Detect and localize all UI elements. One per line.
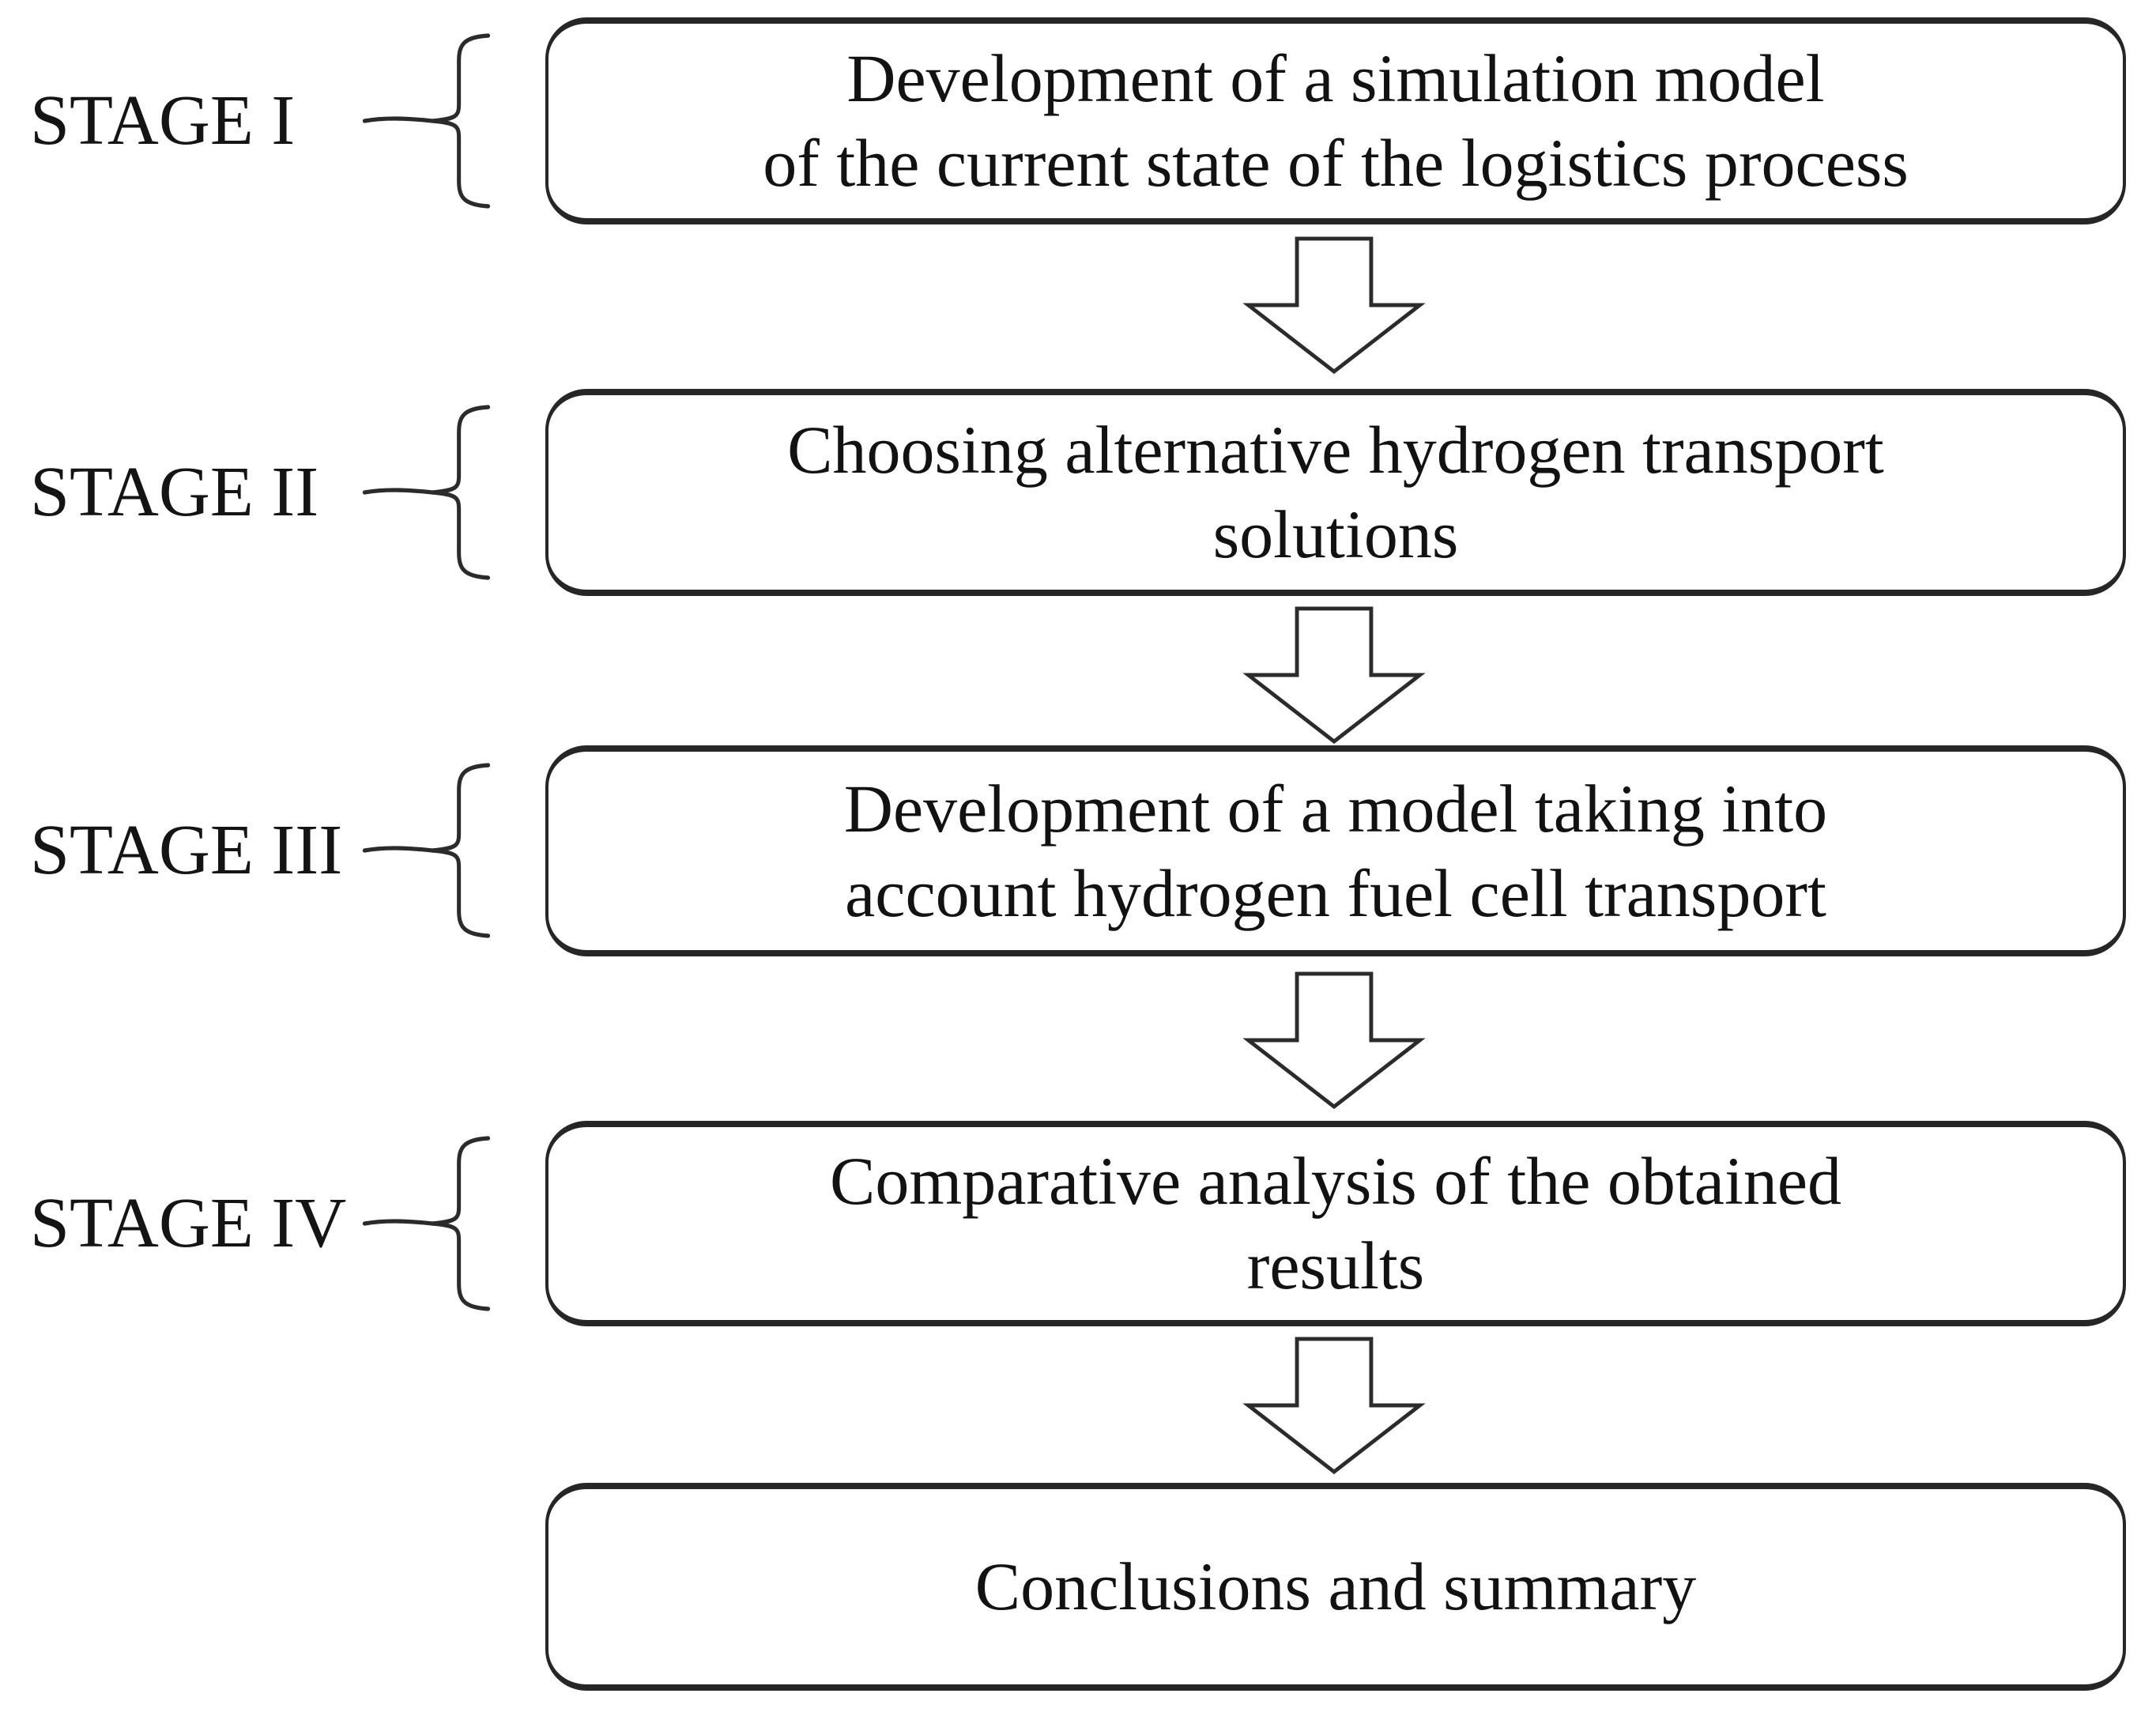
down-block-arrow-icon	[1242, 606, 1426, 745]
box-text-line: solutions	[1212, 496, 1459, 572]
stage-label-4: STAGE IV	[30, 1184, 347, 1262]
box-text-line: results	[1246, 1228, 1425, 1303]
conclusions-box: Conclusions and summary	[545, 1483, 2126, 1691]
box-text-line: Comparative analysis of the obtained	[829, 1143, 1842, 1220]
stage-box-1: Development of a simulation model of the…	[545, 17, 2126, 224]
left-curly-brace-icon	[362, 763, 491, 938]
box-text-line: Choosing alternative hydrogen transport	[787, 412, 1884, 488]
down-block-arrow-icon	[1242, 236, 1426, 375]
box-text-line: Conclusions and summary	[974, 1548, 1697, 1625]
left-curly-brace-icon	[362, 33, 491, 209]
stage-label-2: STAGE II	[30, 453, 319, 531]
left-curly-brace-icon	[362, 405, 491, 580]
box-text-line: Development of a simulation model	[846, 40, 1825, 117]
stage-label-3: STAGE III	[30, 811, 343, 889]
stage-box-4: Comparative analysis of the obtained res…	[545, 1121, 2126, 1326]
stage-box-3: Development of a model taking into accou…	[545, 745, 2126, 956]
box-text-line: Development of a model taking into	[843, 770, 1828, 847]
down-block-arrow-icon	[1242, 1337, 1426, 1475]
box-text-line: of the current state of the logistics pr…	[763, 125, 1909, 201]
stage-box-2: Choosing alternative hydrogen transport …	[545, 389, 2126, 596]
left-curly-brace-icon	[362, 1136, 491, 1311]
box-text-line: account hydrogen fuel cell transport	[845, 854, 1826, 931]
down-block-arrow-icon	[1242, 971, 1426, 1110]
stage-label-1: STAGE I	[30, 81, 296, 160]
